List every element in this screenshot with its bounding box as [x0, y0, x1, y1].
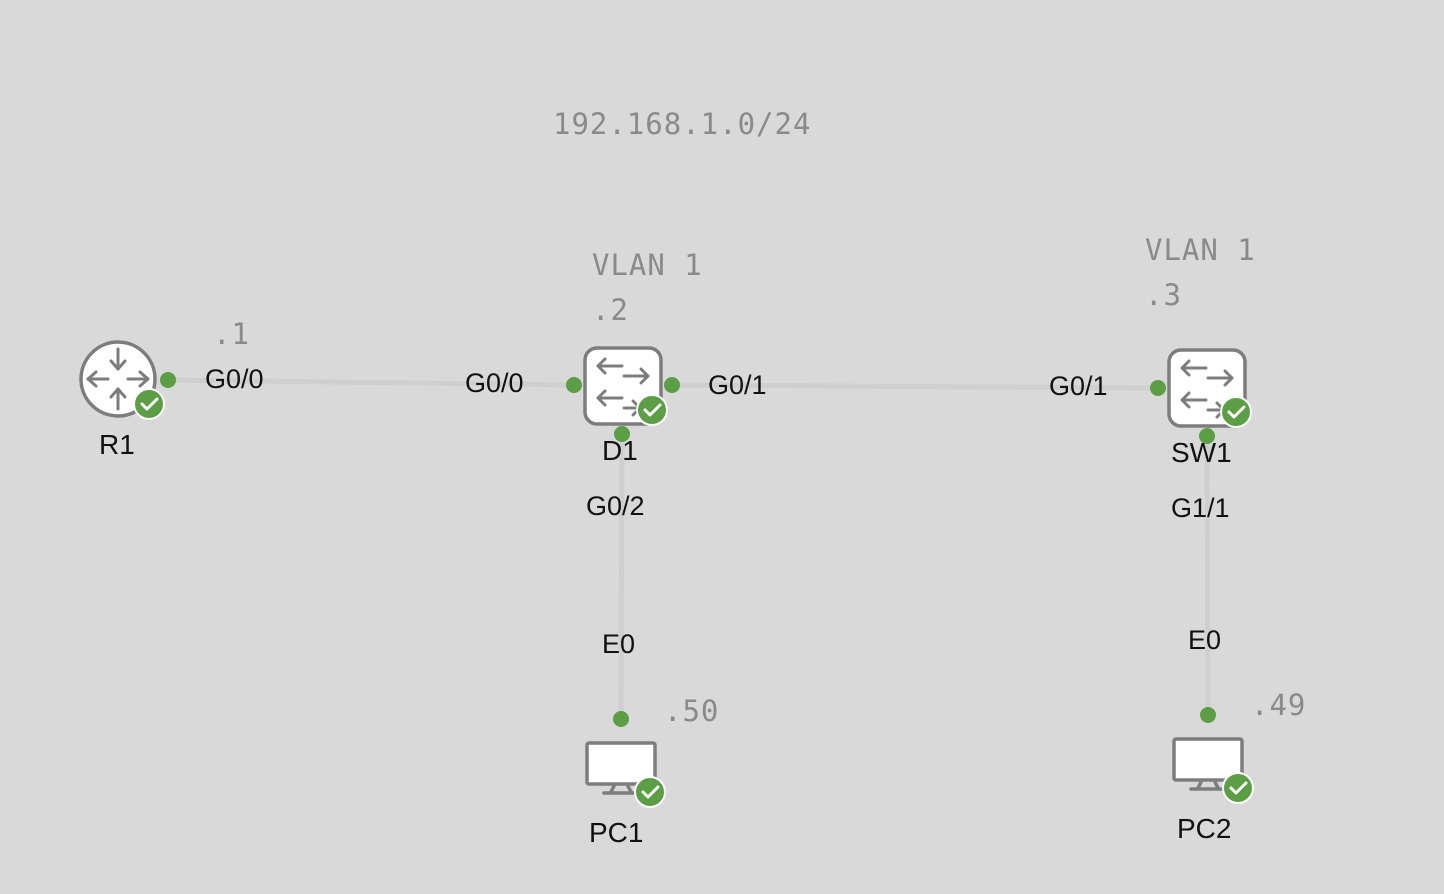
port-label-d1-g0-1: G0/1: [708, 370, 767, 400]
port-label-r1-g0-0: G0/0: [205, 364, 264, 394]
port-dot-r1-g0-0[interactable]: [160, 372, 176, 388]
node-d1[interactable]: [583, 346, 668, 426]
port-label-pc2-e0: E0: [1188, 625, 1222, 655]
node-label-pc2[interactable]: PC2: [1177, 813, 1232, 844]
ip-suffix-pc1[interactable]: .50: [664, 694, 720, 728]
node-sw1[interactable]: [1167, 348, 1252, 428]
links: [167, 377, 1211, 720]
port-label-sw1-g1-1: G1/1: [1171, 493, 1230, 523]
node-r1[interactable]: [79, 340, 165, 420]
status-ok-icon: [636, 394, 668, 426]
node-label-r1[interactable]: R1: [99, 429, 135, 460]
monitor-icon: [585, 741, 657, 795]
node-label-pc1[interactable]: PC1: [589, 817, 644, 848]
port-dot-d1-g0-1[interactable]: [664, 377, 680, 393]
status-ok-icon: [634, 776, 666, 808]
link-r1-d1[interactable]: [167, 377, 575, 388]
ip-suffix-d1[interactable]: .2: [592, 293, 629, 327]
node-label-d1[interactable]: D1: [602, 435, 638, 466]
monitor-icon: [1172, 737, 1244, 791]
status-ok-icon: [133, 388, 165, 420]
port-dot-pc2-e0[interactable]: [1200, 707, 1216, 723]
ip-suffix-sw1[interactable]: .3: [1145, 278, 1182, 312]
subnet-label[interactable]: 192.168.1.0/24: [553, 107, 812, 141]
ip-suffix-pc2[interactable]: .49: [1251, 688, 1307, 722]
node-pc1[interactable]: [585, 741, 666, 808]
status-ok-icon: [1220, 396, 1252, 428]
port-label-d1-g0-0: G0/0: [465, 368, 524, 398]
node-label-sw1[interactable]: SW1: [1171, 437, 1232, 468]
link-sw1-pc2[interactable]: [1204, 435, 1211, 716]
ip-suffix-r1[interactable]: .1: [213, 317, 250, 351]
status-ok-icon: [1222, 772, 1254, 804]
vlan-label-sw1[interactable]: VLAN 1: [1145, 233, 1256, 267]
port-label-pc1-e0: E0: [602, 629, 636, 659]
port-dot-sw1-g0-1[interactable]: [1150, 380, 1166, 396]
port-dot-pc1-e0[interactable]: [613, 711, 629, 727]
port-dot-sw1-g1-1[interactable]: [1199, 428, 1215, 444]
link-d1-pc1[interactable]: [618, 433, 625, 720]
vlan-label-d1[interactable]: VLAN 1: [592, 248, 703, 282]
link-d1-sw1[interactable]: [671, 382, 1159, 391]
port-label-sw1-g0-1: G0/1: [1049, 371, 1108, 401]
node-pc2[interactable]: [1172, 737, 1254, 804]
port-dot-d1-g0-2[interactable]: [614, 426, 630, 442]
port-dot-d1-g0-0[interactable]: [566, 377, 582, 393]
port-label-d1-g0-2: G0/2: [586, 491, 645, 521]
port-dots: [160, 372, 1216, 727]
